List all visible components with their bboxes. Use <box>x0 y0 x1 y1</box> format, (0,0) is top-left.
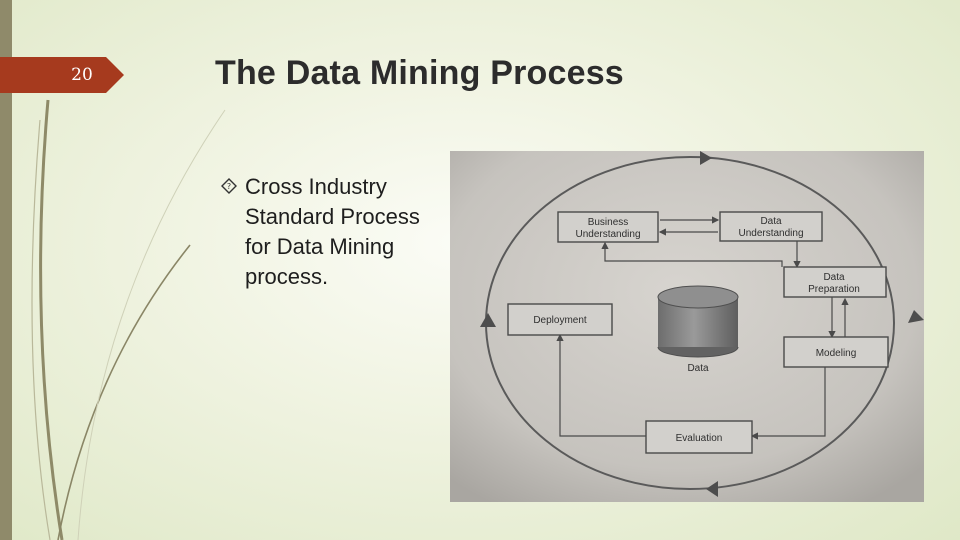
data-preparation-label-line1: Data <box>823 272 845 283</box>
data-understanding-label-line2: Understanding <box>738 228 803 239</box>
page-title: The Data Mining Process <box>215 54 624 92</box>
data-store-label: Data <box>687 363 709 374</box>
modeling-label: Modeling <box>816 348 857 359</box>
slide-number-tab <box>0 57 124 93</box>
data-understanding-label-line1: Data <box>760 216 782 227</box>
decorative-lines <box>31 99 226 540</box>
evaluation-label: Evaluation <box>676 433 723 444</box>
crisp-dm-diagram-photo: Business Understanding Data Understandin… <box>450 151 924 502</box>
business-understanding-label-line2: Understanding <box>575 229 640 240</box>
data-cylinder <box>657 285 739 358</box>
left-side-bar <box>0 0 12 540</box>
slide-number: 20 <box>71 65 93 85</box>
deployment-label: Deployment <box>533 315 587 326</box>
business-understanding-label-line1: Business <box>588 217 629 228</box>
data-preparation-label-line2: Preparation <box>808 284 860 295</box>
svg-text:?: ? <box>227 182 231 191</box>
diamond-bullet-icon: ? <box>221 178 237 194</box>
bullet-text: Cross Industry Standard Process for Data… <box>245 174 420 289</box>
